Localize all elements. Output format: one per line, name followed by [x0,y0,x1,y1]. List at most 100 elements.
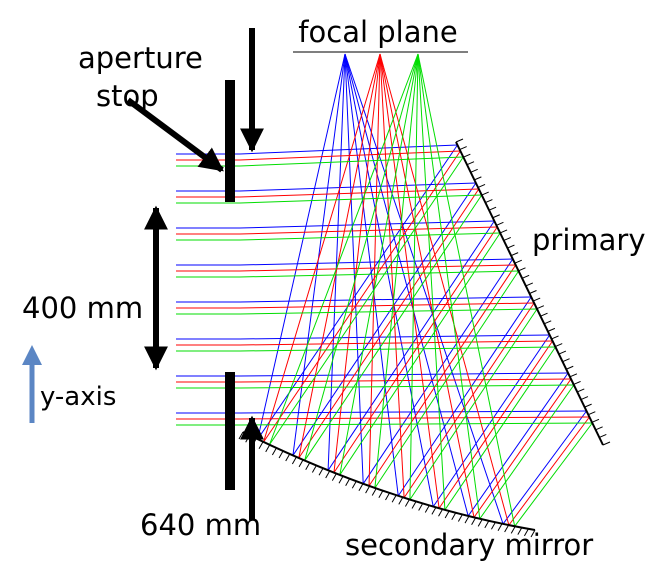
ray-to-primary [239,296,532,303]
ray-to-focus [379,53,510,526]
ray-to-secondary [269,156,464,446]
focal-plane-label: focal plane [298,15,457,49]
secondary-hatch-mark [517,527,523,535]
secondary-hatch-mark [471,517,477,526]
ray-to-secondary [467,372,569,517]
ray-to-primary [239,270,519,278]
secondary-hatch-mark [424,505,430,513]
ray-to-secondary [479,384,575,520]
primary-mirror-hatching [455,138,611,446]
ray-to-focus [298,53,381,459]
ray-to-secondary [514,422,593,527]
primary-hatch-mark [580,396,589,401]
ray-to-secondary [397,296,532,497]
primary-hatch-mark [492,214,500,219]
secondary-hatch-mark [530,529,536,538]
ray-to-primary [239,194,482,204]
secondary-hatch-mark [318,467,324,476]
primary-hatch-mark [477,183,486,188]
secondary-hatch-mark [358,483,364,491]
ray-to-focus [263,53,381,443]
primary-hatch-mark [503,237,511,241]
primary-hatch-mark [481,191,489,196]
ray-to-secondary [508,416,590,526]
primary-hatch-mark [577,388,585,393]
ray-to-primary [239,308,538,315]
ray-to-focus [268,53,419,445]
primary-hatch-mark [455,138,464,143]
ray-to-primary [239,410,587,414]
primary-hatch-mark [573,380,581,385]
ray-to-focus [333,53,381,473]
primary-hatch-mark [591,418,600,423]
secondary-mirror-hatching [238,431,536,538]
secondary-hatch-mark [391,494,397,503]
aperture-stop-lower [225,372,235,490]
ray-to-primary [239,302,535,309]
ray-to-focus [339,53,419,476]
ray-to-secondary [368,264,517,487]
secondary-hatch-mark [418,503,424,511]
secondary-hatch-mark [477,519,483,527]
secondary-hatch-mark [464,515,470,524]
primary-hatch-mark [588,411,596,416]
ray-to-focus [257,53,346,440]
secondary-hatch-mark [404,499,410,507]
primary-hatch-mark [547,327,556,332]
ray-to-primary [239,378,571,383]
primary-hatch-mark [595,426,603,431]
secondary-hatch-mark [497,523,503,531]
aperture-pointer-arrow [126,97,224,173]
secondary-hatch-mark [510,526,516,534]
primary-hatch-mark [510,252,519,257]
secondary-hatch-mark [311,465,317,473]
ray-to-secondary [432,334,551,507]
ray-to-secondary [444,346,556,511]
ray-to-focus [327,53,346,471]
ray-to-secondary [333,226,498,473]
primary-hatch-mark [536,305,545,310]
primary-hatch-mark [562,358,570,363]
ray-to-secondary [263,150,461,443]
secondary-hatch-mark [431,507,437,515]
ray-to-secondary [473,378,572,518]
ray-to-primary [239,156,464,167]
primary-hatch-mark [518,267,526,272]
ray-to-secondary [409,308,538,500]
ray-to-focus [344,53,399,496]
secondary-hatch-mark [523,528,529,537]
ray-to-focus [379,53,440,509]
ray-bundle [176,53,593,527]
primary-hatch-mark [555,343,563,347]
ray-to-secondary [362,258,514,485]
secondary-hatch-mark [385,492,390,501]
primary-hatch-mark [529,290,537,294]
secondary-hatch-mark [338,475,344,484]
ray-to-focus [292,53,346,456]
ray-to-primary [239,346,556,352]
ray-to-focus [409,53,419,500]
primary-hatch-mark [544,320,552,325]
ray-to-secondary [257,144,458,440]
secondary-hatch-mark [365,485,371,494]
ray-to-focus [374,53,419,489]
secondary-hatch-mark [490,522,496,530]
primary-hatch-mark [507,244,515,249]
ray-to-primary [239,372,569,377]
ray-to-focus [368,53,381,486]
primary-hatch-mark [540,312,548,317]
primary-hatch-mark [470,168,478,173]
ray-to-primary [239,422,593,426]
secondary-hatch-mark [298,459,304,468]
secondary-hatch-mark [504,524,510,533]
secondary-hatch-mark [271,447,277,456]
secondary-hatch-mark [285,453,291,462]
secondary-hatch-mark [451,512,457,521]
secondary-hatch-mark [238,431,244,440]
ray-to-primary [239,334,550,340]
y-axis-label: y-axis [40,382,116,412]
secondary-hatch-mark [378,490,384,498]
ray-to-primary [239,258,513,266]
secondary-hatch-mark [331,473,337,481]
secondary-hatch-mark [278,450,284,459]
